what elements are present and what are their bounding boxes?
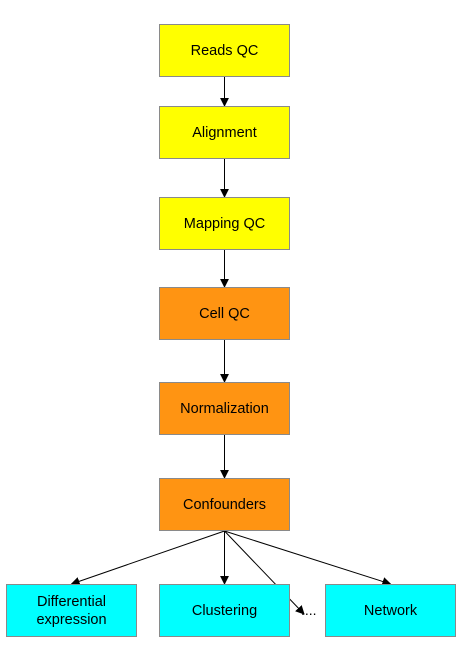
node-mapping-qc: Mapping QC — [159, 197, 290, 250]
node-normalization: Normalization — [159, 382, 290, 435]
edge-confounders-to-differential_expression — [70, 530, 225, 586]
node-differential-expression: Differential expression — [6, 584, 137, 637]
node-confounders: Confounders — [159, 478, 290, 531]
edge-confounders-to-ellipsis — [224, 530, 305, 615]
node-clustering: Clustering — [159, 584, 290, 637]
ellipsis-more-analyses: .... — [301, 602, 317, 618]
node-alignment: Alignment — [159, 106, 290, 159]
node-reads-qc: Reads QC — [159, 24, 290, 77]
edge-confounders-to-network — [224, 530, 392, 586]
node-network: Network — [325, 584, 456, 637]
node-cell-qc: Cell QC — [159, 287, 290, 340]
